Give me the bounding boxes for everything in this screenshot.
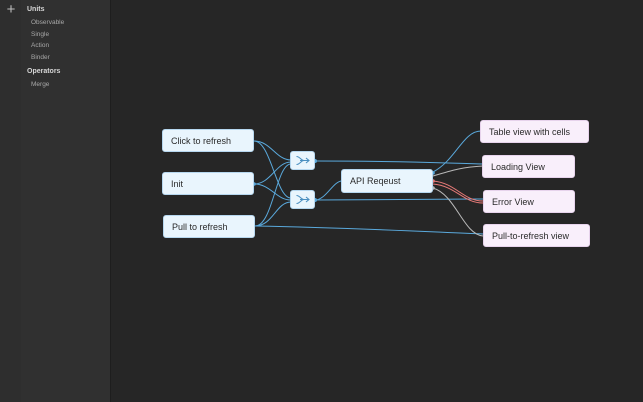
output-node-table-view[interactable]: Table view with cells (480, 120, 589, 143)
sidebar: Units Observable Single Action Binder Op… (21, 0, 111, 402)
wire-request-to-loading (432, 165, 484, 177)
merge-icon (295, 156, 310, 165)
node-label: Table view with cells (489, 126, 571, 137)
sidebar-item-action[interactable]: Action (31, 42, 50, 49)
sidebar-item-observable[interactable]: Observable (31, 19, 65, 26)
sidebar-item-merge[interactable]: Merge (31, 81, 50, 88)
wire-pull-to-merge2 (254, 201, 292, 227)
node-label: Pull to refresh (172, 221, 228, 232)
plus-icon[interactable]: + (6, 1, 16, 18)
output-node-error-view[interactable]: Error View (483, 190, 575, 213)
wire-pull-to-refresh-view (254, 225, 484, 235)
wire-init-to-merge1 (253, 161, 292, 185)
wire-click-to-merge2 (253, 140, 292, 199)
output-node-loading-view[interactable]: Loading View (482, 155, 575, 178)
wire-merge2-to-refresh (314, 198, 484, 201)
node-label: Init (171, 178, 184, 189)
wire-pull-to-merge1 (254, 163, 292, 227)
wire-request-to-refresh (432, 187, 484, 237)
wire-request-to-table (432, 130, 482, 173)
source-node-click-to-refresh[interactable]: Click to refresh (162, 129, 254, 152)
toolbar-rail: + (0, 0, 22, 402)
wire-merge2-to-request (314, 180, 343, 201)
wire-init-to-merge2 (253, 183, 292, 201)
output-node-pull-to-refresh-view[interactable]: Pull-to-refresh view (483, 224, 590, 247)
wire-request-to-error-b (432, 183, 484, 204)
source-node-pull-to-refresh[interactable]: Pull to refresh (163, 215, 255, 238)
merge-operator-2[interactable] (290, 190, 315, 209)
source-node-init[interactable]: Init (162, 172, 254, 195)
node-label: Loading View (491, 161, 545, 172)
wire-request-to-error (432, 180, 484, 202)
merge-icon (295, 195, 310, 204)
node-label: Click to refresh (171, 135, 232, 146)
request-node-api-request[interactable]: API Reqeust (341, 169, 433, 193)
sidebar-item-single[interactable]: Single (31, 31, 50, 38)
sidebar-item-binder[interactable]: Binder (31, 54, 50, 61)
node-label: API Reqeust (350, 176, 401, 186)
diagram-canvas[interactable]: Click to refresh Init Pull to refresh AP… (111, 0, 643, 402)
merge-operator-1[interactable] (290, 151, 315, 170)
sidebar-section-units: Units (27, 6, 45, 13)
node-label: Pull-to-refresh view (492, 230, 570, 241)
sidebar-section-operators: Operators (27, 68, 61, 75)
node-label: Error View (492, 196, 534, 207)
wire-merge1-to-loading (314, 160, 484, 165)
